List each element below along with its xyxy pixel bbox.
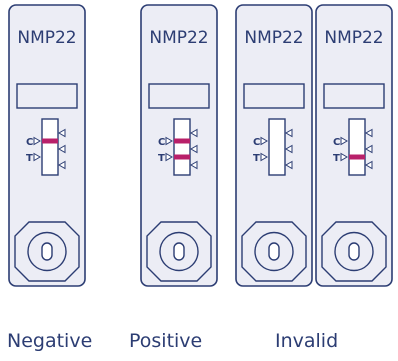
strip-arrow-icon: [260, 152, 268, 162]
label-window: [323, 83, 385, 109]
strip-arrow-icon: [33, 152, 41, 162]
strip-arrow-icon: [190, 128, 198, 138]
test-strip: [41, 118, 59, 176]
strip-arrow-icon: [190, 160, 198, 170]
strip-arrow-icon: [365, 160, 373, 170]
control-line: [42, 138, 58, 144]
test-label: T: [333, 153, 340, 164]
test-strip: [173, 118, 191, 176]
caption-invalid: Invalid: [275, 330, 339, 352]
strip-arrow-icon: [285, 144, 293, 154]
test-line: [174, 154, 190, 160]
strip-arrow-icon: [365, 144, 373, 154]
strip-arrow-icon: [260, 136, 268, 146]
strip-arrow-icon: [58, 144, 66, 154]
label-window: [16, 83, 78, 109]
control-line: [174, 138, 190, 144]
strip-arrow-icon: [340, 152, 348, 162]
test-strip: [348, 118, 366, 176]
label-window: [243, 83, 305, 109]
test-label: T: [253, 153, 260, 164]
cassette-title: NMP22: [324, 28, 383, 48]
strip-arrow-icon: [285, 128, 293, 138]
strip-arrow-icon: [33, 136, 41, 146]
control-label: C: [333, 137, 340, 148]
strip-arrow-icon: [165, 152, 173, 162]
strip-arrow-icon: [165, 136, 173, 146]
strip-arrow-icon: [285, 160, 293, 170]
test-line: [349, 154, 365, 160]
cassette-title: NMP22: [17, 28, 76, 48]
test-strip: [268, 118, 286, 176]
control-label: C: [253, 137, 260, 148]
strip-arrow-icon: [340, 136, 348, 146]
strip-arrow-icon: [365, 128, 373, 138]
strip-arrow-icon: [58, 160, 66, 170]
cassette-title: NMP22: [149, 28, 208, 48]
control-label: C: [26, 137, 33, 148]
caption-positive: Positive: [129, 330, 203, 352]
test-label: T: [26, 153, 33, 164]
label-window: [148, 83, 210, 109]
sample-well-hole: [173, 242, 185, 261]
sample-well-hole: [348, 242, 360, 261]
test-label: T: [158, 153, 165, 164]
strip-arrow-icon: [190, 144, 198, 154]
sample-well-hole: [41, 242, 53, 261]
sample-well-hole: [268, 242, 280, 261]
cassette-title: NMP22: [244, 28, 303, 48]
strip-arrow-icon: [58, 128, 66, 138]
caption-negative: Negative: [7, 330, 93, 352]
control-label: C: [158, 137, 165, 148]
